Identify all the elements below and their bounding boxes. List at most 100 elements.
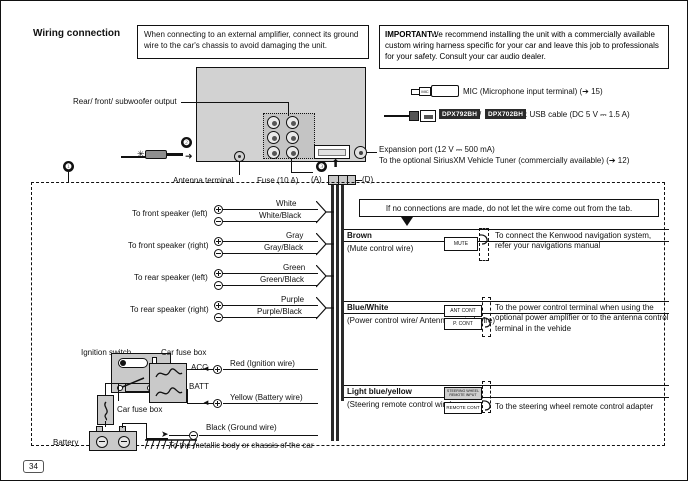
- usb-model-separator: /: [479, 110, 482, 119]
- speaker-wire-minus-line-3: [223, 317, 318, 318]
- rca-leader-h: [181, 102, 289, 103]
- usb-plug-icon: [409, 111, 419, 121]
- speaker-tab-icon-0: [316, 201, 334, 224]
- fuse-leader-v: [291, 159, 292, 173]
- batt-label: BATT: [189, 382, 209, 391]
- black-ground-wire-label: Black (Ground wire): [206, 423, 277, 432]
- speaker-wire-plus-3: Purple: [281, 295, 305, 304]
- important-label: IMPORTANT :: [385, 30, 437, 39]
- speaker-wire-plus-2: Green: [283, 263, 306, 272]
- control-destination-1: To the power control terminal when using…: [495, 303, 669, 333]
- page-title: Wiring connection: [33, 28, 121, 39]
- control-destination-2: To the steering wheel remote control ada…: [495, 402, 654, 411]
- mic-cable-body: [431, 85, 459, 97]
- control-function-0: (Mute control wire): [347, 244, 414, 253]
- control-sep-1a: [344, 301, 669, 302]
- batt-arrow-icon: ◄: [202, 398, 210, 407]
- control-color-2: Light blue/yellow: [347, 387, 412, 396]
- red-wire-line: [223, 369, 318, 370]
- speaker-minus-1: [214, 249, 223, 258]
- usb-connector-body: [420, 110, 436, 122]
- mic-badge: MIC: [419, 87, 431, 96]
- speaker-tab-icon-2: [316, 265, 334, 288]
- antenna-cable-break-icon: ✳: [137, 149, 145, 159]
- rca-jack-1: [267, 116, 280, 129]
- wire-trunk-1: [331, 185, 334, 441]
- switch-wire-v1: [118, 383, 119, 401]
- control-sep-2b: [344, 397, 669, 398]
- tab-note-box: If no connections are made, do not let t…: [359, 199, 659, 217]
- battery-label: Battery: [53, 438, 79, 447]
- batt-wire-h: [187, 403, 213, 404]
- mute-tab-dash: [479, 228, 489, 261]
- speaker-plus-0: [214, 205, 223, 214]
- battery-neg-wire: [105, 421, 106, 427]
- batt-wire-v: [187, 389, 188, 404]
- speaker-wire-plus-line-1: [223, 241, 318, 242]
- mute-hook-icon: [479, 234, 488, 245]
- ignition-switch-label: Ignition switch: [81, 348, 132, 357]
- antenna-plug-pin: [167, 153, 183, 156]
- speaker-wire-minus-0: White/Black: [259, 211, 302, 220]
- acc-arrow-icon: ◄: [202, 364, 210, 373]
- important-body: We recommend installing the unit with a …: [385, 30, 659, 61]
- control-sep-2a: [344, 385, 669, 386]
- fuse-leader-h: [291, 172, 313, 173]
- wiring-harness-region: [31, 182, 665, 446]
- antenna-arrow-icon: ➜: [185, 151, 193, 161]
- connector-d-block: [328, 175, 356, 185]
- expansion-leader: [367, 152, 377, 153]
- marker-2: ❷: [181, 137, 192, 148]
- switch-wire-v2: [125, 383, 126, 392]
- wire-trunk-3: [341, 185, 344, 401]
- connector-insert-arrow-icon: ⬆: [331, 158, 341, 170]
- switch-wire-h1: [118, 383, 149, 384]
- antenna-terminal-jack: [234, 151, 245, 162]
- speaker-minus-0: [214, 217, 223, 226]
- ground-wire-h3: [169, 435, 189, 436]
- speaker-wire-minus-line-1: [223, 253, 318, 254]
- expansion-port-line1: Expansion port (12 V ⎓ 500 mA): [379, 145, 495, 154]
- speaker-tab-icon-1: [316, 233, 334, 256]
- speaker-wire-minus-line-2: [223, 285, 318, 286]
- speaker-plus-3: [214, 301, 223, 310]
- usb-cable-line: [384, 115, 410, 117]
- switch-wire-h2: [125, 391, 149, 392]
- battery-box: [89, 431, 137, 451]
- connector-d-label: (D): [362, 175, 374, 184]
- battery-terminal-neg: [96, 426, 103, 432]
- acc-terminal-plus: [213, 365, 222, 374]
- speaker-wire-plus-line-2: [223, 273, 318, 274]
- car-fuse-box-2-label: Car fuse box: [117, 405, 163, 414]
- yellow-battery-wire-label: Yellow (Battery wire): [230, 393, 303, 402]
- acc-label: ACC: [191, 363, 208, 372]
- rca-jack-6: [286, 146, 299, 159]
- speaker-wire-minus-1: Gray/Black: [264, 243, 304, 252]
- speaker-wire-plus-1: Gray: [286, 231, 304, 240]
- speaker-wire-minus-3: Purple/Black: [257, 307, 302, 316]
- ground-terminal-minus: [189, 431, 198, 440]
- car-fuse-box-1: [149, 363, 187, 403]
- antenna-plug-body: [145, 150, 167, 159]
- connector-steering-wheel-remote-input: STEERING WHEEL REMOTE INPUT: [444, 387, 482, 400]
- expansion-port-line2: To the optional SiriusXM Vehicle Tuner (…: [379, 156, 630, 165]
- marker-1-leader: [68, 172, 69, 183]
- rca-leader-v: [288, 102, 289, 116]
- connector-ant-cont: ANT CONT: [444, 305, 482, 317]
- ground-arrow-icon: ➤: [161, 429, 169, 439]
- speaker-minus-2: [214, 281, 223, 290]
- antenna-terminal-label: Antenna terminal: [173, 176, 234, 185]
- usb-cable-label: : USB cable (DC 5 V ⎓ 1.5 A): [525, 110, 630, 119]
- speaker-minus-3: [214, 313, 223, 322]
- speaker-wire-plus-0: White: [276, 199, 297, 208]
- ground-wire-v2: [146, 423, 147, 439]
- mic-cable-end: [411, 89, 420, 95]
- connector-p-cont: P. CONT: [444, 318, 482, 330]
- amplifier-ground-note: When connecting to an external amplifier…: [137, 25, 369, 59]
- control-sep-1b: [344, 313, 669, 314]
- control-sep-0a: [344, 229, 669, 230]
- page-number: 34: [23, 460, 44, 473]
- speaker-wire-plus-line-3: [223, 305, 318, 306]
- sirius-port-jack: [354, 146, 367, 159]
- ground-wire-v1: [122, 423, 123, 428]
